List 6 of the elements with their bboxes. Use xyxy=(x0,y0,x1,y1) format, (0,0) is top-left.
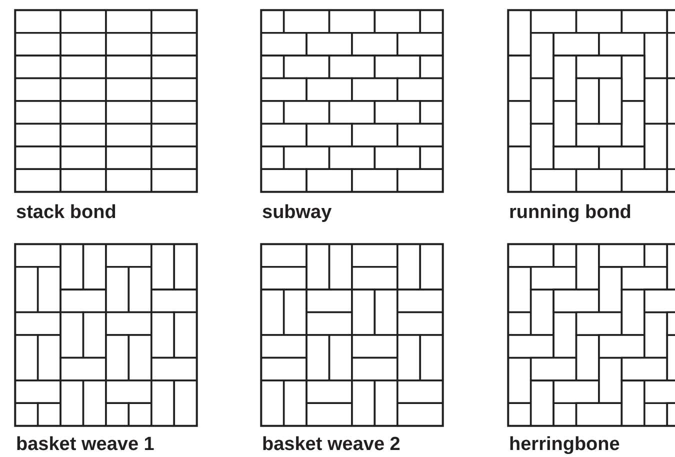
pattern-name: running bond xyxy=(509,202,632,224)
pattern-name: stack bond xyxy=(16,202,116,224)
pattern-name: basket weave 1 xyxy=(16,434,154,456)
pattern-name: subway xyxy=(262,202,332,224)
pattern-name: basket weave 2 xyxy=(262,434,400,456)
pattern-name: herringbone xyxy=(509,434,620,456)
